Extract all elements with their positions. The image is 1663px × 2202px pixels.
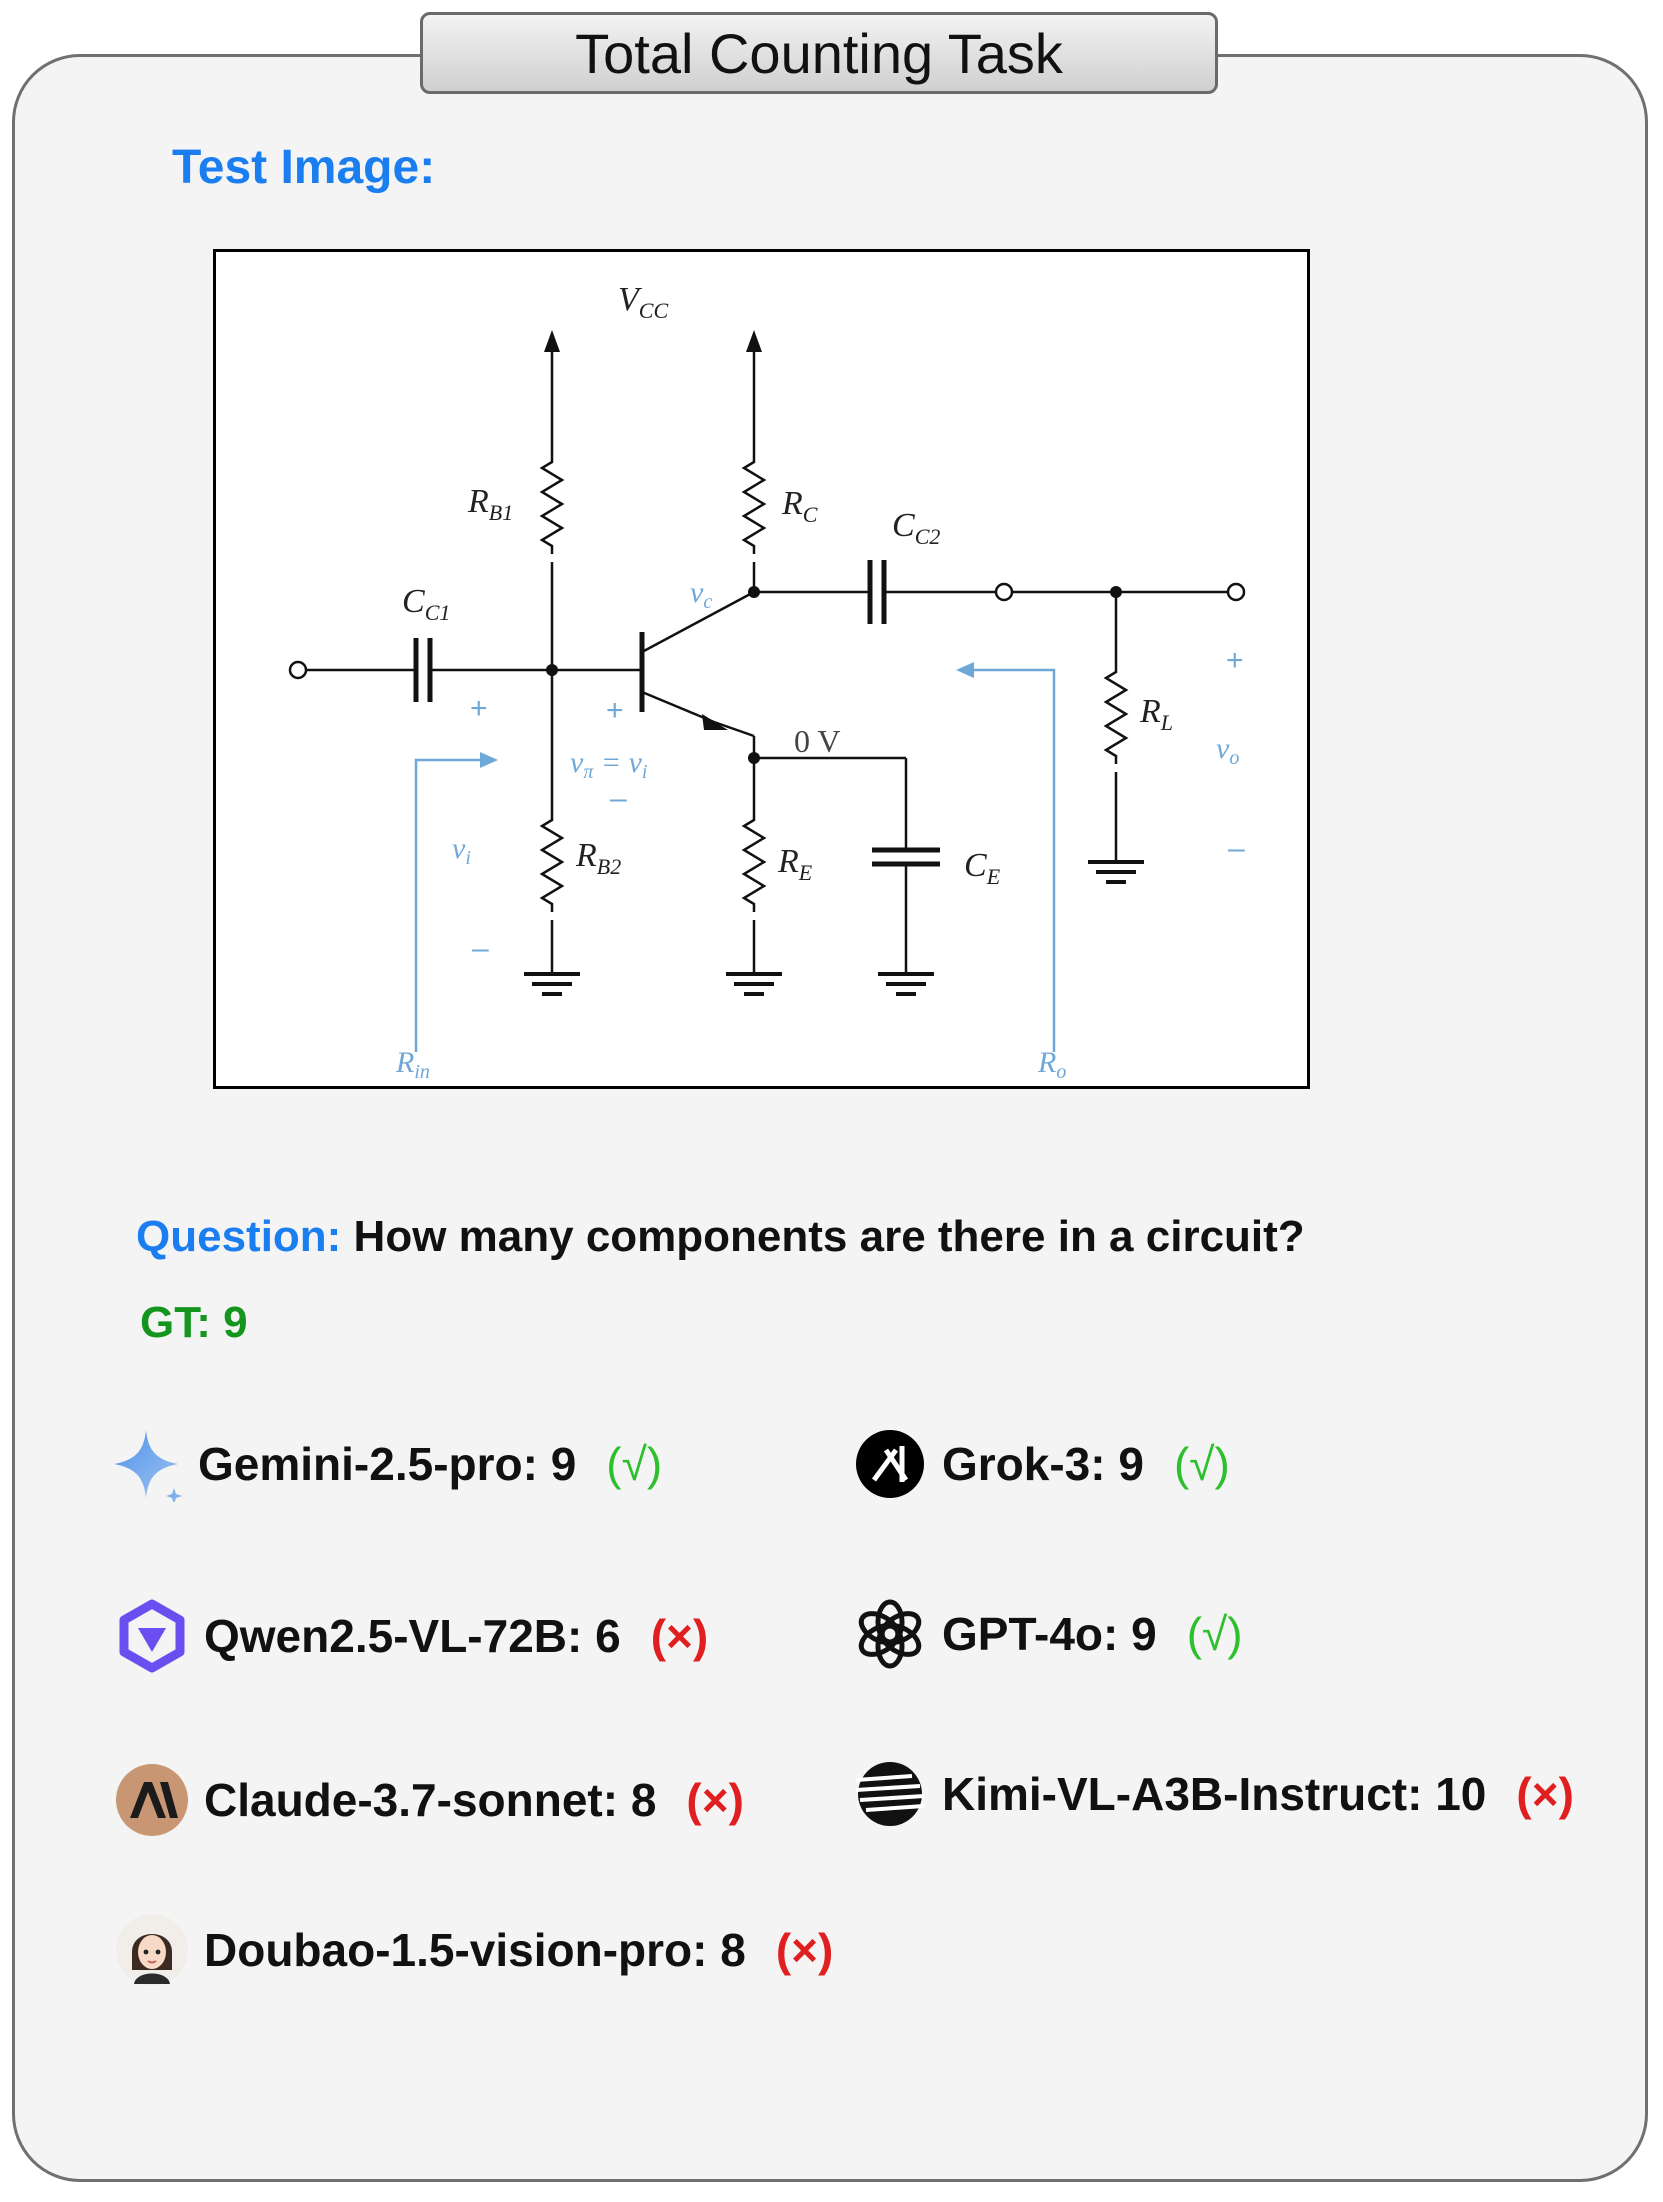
- gemini-sparkle-icon: [114, 1430, 182, 1502]
- result-doubao-mark: (×): [775, 1924, 834, 1976]
- openai-logo-icon: [858, 1599, 922, 1669]
- label-rl: RL: [1139, 693, 1173, 735]
- result-gemini-mark: (√): [606, 1438, 663, 1490]
- label-vi: vi: [452, 832, 471, 869]
- resistor-rb1: [539, 452, 565, 554]
- circuit-diagram: VCC RB1 RB2 RC RE RL CC1 CC2 CE 0 V vc v…: [288, 281, 1246, 1083]
- label-cc2: CC2: [892, 507, 940, 549]
- plus-vo: +: [1226, 644, 1244, 677]
- ground-truth: GT: 9: [140, 1298, 248, 1347]
- resistor-re: [741, 812, 767, 912]
- label-vo: vo: [1216, 732, 1239, 769]
- minus-vi: –: [472, 932, 489, 965]
- question-label: Question:: [136, 1212, 342, 1261]
- result-grok-mark: (√): [1173, 1438, 1230, 1490]
- label-rc: RC: [781, 485, 818, 527]
- result-kimi-text: Kimi-VL-A3B-Instruct: 10: [942, 1768, 1487, 1820]
- task-title: Total Counting Task: [420, 12, 1218, 94]
- resistor-rl: [1103, 664, 1129, 764]
- circuit-figure: VCC RB1 RB2 RC RE RL CC1 CC2 CE 0 V vc v…: [213, 249, 1310, 1089]
- result-grok-text: Grok-3: 9: [942, 1438, 1144, 1490]
- label-cc1: CC1: [402, 583, 450, 625]
- label-vpi: vπ = vi: [570, 746, 647, 783]
- label-zero-v: 0 V: [794, 723, 841, 759]
- input-terminal: [288, 660, 308, 680]
- output-terminal: [1226, 582, 1246, 602]
- label-vcc: VCC: [618, 281, 668, 323]
- label-vc: vc: [690, 576, 712, 613]
- minus-vpi: –: [610, 782, 627, 815]
- result-claude-mark: (×): [686, 1774, 744, 1826]
- plus-vi: +: [470, 692, 488, 725]
- result-gemini: Gemini-2.5-pro: 9 (√): [108, 1426, 662, 1502]
- label-ro: Ro: [1037, 1046, 1066, 1083]
- plus-vpi: +: [606, 694, 624, 727]
- result-gemini-text: Gemini-2.5-pro: 9: [198, 1438, 577, 1490]
- result-kimi: Kimi-VL-A3B-Instruct: 10 (×): [852, 1756, 1574, 1832]
- question: Question: How many components are there …: [136, 1212, 1305, 1262]
- result-doubao: Doubao-1.5-vision-pro: 8 (×): [114, 1912, 833, 1988]
- result-gpt-mark: (√): [1186, 1608, 1243, 1660]
- label-re: RE: [777, 843, 813, 885]
- result-kimi-mark: (×): [1516, 1768, 1574, 1820]
- kimi-logo-icon: [855, 1762, 925, 1826]
- result-qwen: Qwen2.5-VL-72B: 6 (×): [114, 1598, 708, 1674]
- result-gpt-text: GPT-4o: 9: [942, 1608, 1157, 1660]
- result-grok: Grok-3: 9 (√): [852, 1426, 1230, 1502]
- result-claude: Claude-3.7-sonnet: 8 (×): [114, 1762, 744, 1838]
- result-qwen-mark: (×): [650, 1610, 709, 1662]
- grok-logo-icon: [856, 1430, 924, 1498]
- result-claude-text: Claude-3.7-sonnet: 8: [204, 1774, 657, 1826]
- qwen-logo-icon: [119, 1599, 185, 1673]
- label-rin: Rin: [395, 1046, 430, 1083]
- resistor-rb2: [539, 812, 565, 912]
- result-gpt: GPT-4o: 9 (√): [852, 1596, 1243, 1672]
- resistor-rc: [741, 452, 767, 554]
- test-image-label: Test Image:: [172, 141, 436, 194]
- anthropic-logo-icon: [116, 1764, 188, 1836]
- result-qwen-text: Qwen2.5-VL-72B: 6: [204, 1610, 621, 1662]
- result-doubao-text: Doubao-1.5-vision-pro: 8: [204, 1924, 746, 1976]
- label-rb2: RB2: [575, 837, 621, 879]
- doubao-avatar-icon: [116, 1914, 188, 1986]
- label-ce: CE: [964, 847, 1001, 889]
- label-rb1: RB1: [467, 483, 513, 525]
- question-text: How many components are there in a circu…: [341, 1212, 1305, 1261]
- minus-vo: –: [1228, 832, 1245, 865]
